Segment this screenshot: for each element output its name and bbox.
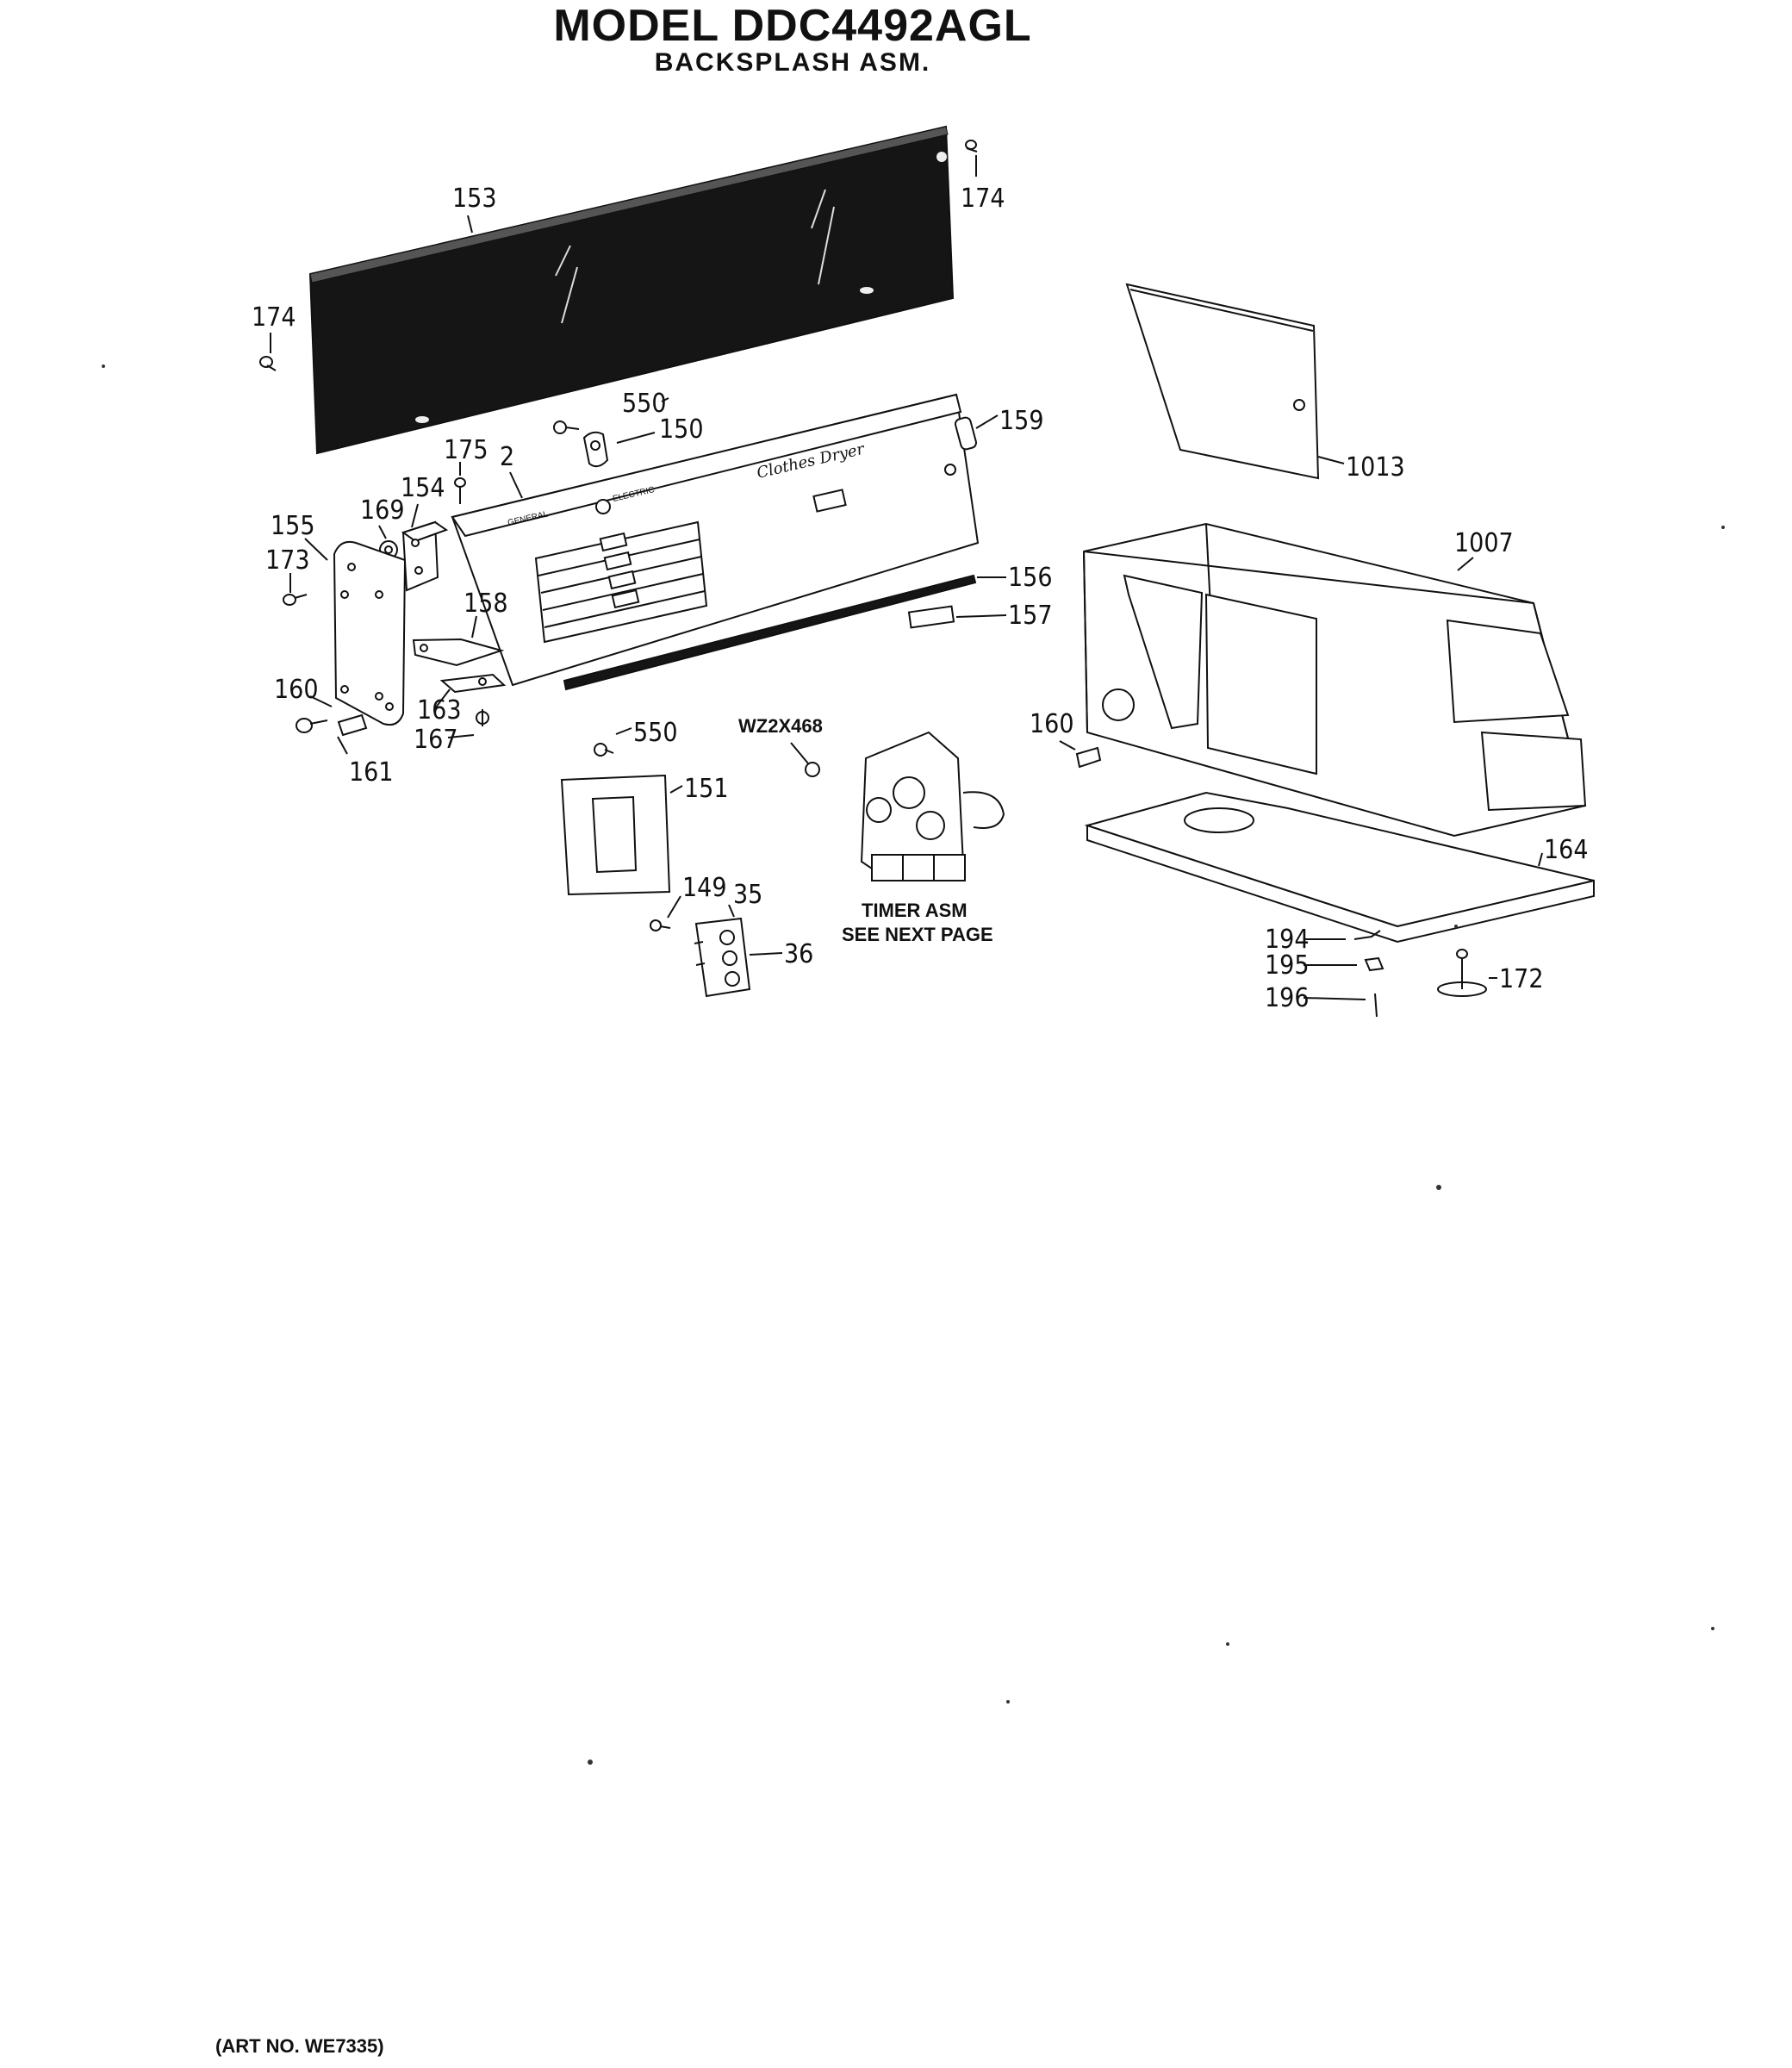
callout-172: 172 <box>1499 964 1544 994</box>
callout-2: 2 <box>500 442 514 472</box>
callout-169: 169 <box>360 495 405 526</box>
callout-175: 175 <box>444 435 488 465</box>
pin-196 <box>1374 993 1378 1018</box>
page-title: MODEL DDC4492AGL <box>553 1 1032 51</box>
end-plate-155 <box>333 540 407 726</box>
callout-194: 194 <box>1265 925 1310 955</box>
screw-174-left <box>259 356 277 371</box>
art-number: (ART NO. WE7335) <box>215 2035 384 2057</box>
clip-194 <box>1353 930 1381 940</box>
callout-550-top: 550 <box>622 389 667 419</box>
page-subtitle: BACKSPLASH ASM. <box>654 48 931 77</box>
callout-174-left: 174 <box>252 302 296 333</box>
callout-155: 155 <box>271 511 315 541</box>
callout-157: 157 <box>1008 601 1053 631</box>
scan-specks <box>102 364 1725 1765</box>
timer-assembly <box>860 731 1005 881</box>
bracket-154 <box>401 520 449 592</box>
timer-note-line2: SEE NEXT PAGE <box>842 924 993 945</box>
trim-strip-156 <box>563 574 977 691</box>
callout-160-left: 160 <box>274 675 319 705</box>
callout-173: 173 <box>265 545 310 576</box>
leader-lines <box>270 155 1543 1000</box>
callout-151: 151 <box>684 774 729 804</box>
callout-149: 149 <box>682 873 727 903</box>
clip-161 <box>337 713 368 737</box>
callout-36: 36 <box>784 939 813 969</box>
cover-plate-1013 <box>1125 283 1320 480</box>
clip-159 <box>954 416 978 451</box>
clip-150 <box>582 431 609 468</box>
housing-1007 <box>1082 522 1587 838</box>
callout-153: 153 <box>452 184 497 214</box>
screw-174-right <box>965 140 978 153</box>
bracket-158 <box>412 638 505 667</box>
callout-150: 150 <box>659 414 704 445</box>
callout-154: 154 <box>401 473 445 503</box>
screw-167 <box>476 709 489 726</box>
callout-wz2x468: WZ2X468 <box>738 715 823 737</box>
callout-167: 167 <box>414 725 458 755</box>
callout-161: 161 <box>349 757 394 788</box>
clip-160-right <box>1075 746 1102 769</box>
screw-550-top <box>553 420 580 434</box>
control-panel-2: GENERAL ELECTRIC Clothes Dryer <box>451 393 980 687</box>
plate-163 <box>439 673 507 694</box>
clip-195 <box>1364 956 1384 972</box>
screw-wz2x468 <box>805 762 820 777</box>
callout-1013: 1013 <box>1346 452 1405 483</box>
glass-panel-153 <box>308 125 955 455</box>
callout-156: 156 <box>1008 563 1053 593</box>
callout-196: 196 <box>1265 983 1310 1013</box>
part-callouts: 153 174 174 550 150 159 1013 175 2 154 1… <box>252 184 1589 1013</box>
screw-175 <box>454 477 466 504</box>
screw-149 <box>650 919 671 931</box>
screw-550-lower <box>594 743 614 757</box>
screw-160-left <box>296 718 328 733</box>
screw-173 <box>283 594 308 606</box>
callout-158: 158 <box>464 589 508 619</box>
leveling-leg-172 <box>1437 949 1487 997</box>
callout-1007: 1007 <box>1454 528 1514 558</box>
switch-36 <box>694 917 751 998</box>
callout-160-right: 160 <box>1030 709 1074 739</box>
callout-163: 163 <box>417 695 462 726</box>
callout-35: 35 <box>733 880 762 910</box>
callout-550-lower: 550 <box>633 718 678 748</box>
timer-note-line1: TIMER ASM <box>862 900 968 921</box>
callout-159: 159 <box>999 406 1044 436</box>
base-plate-164 <box>1084 791 1595 944</box>
escutcheon-151 <box>560 774 671 896</box>
clip-157 <box>907 605 955 629</box>
callout-174-right: 174 <box>961 184 1005 214</box>
callout-164: 164 <box>1544 835 1589 865</box>
callout-195: 195 <box>1265 950 1310 981</box>
